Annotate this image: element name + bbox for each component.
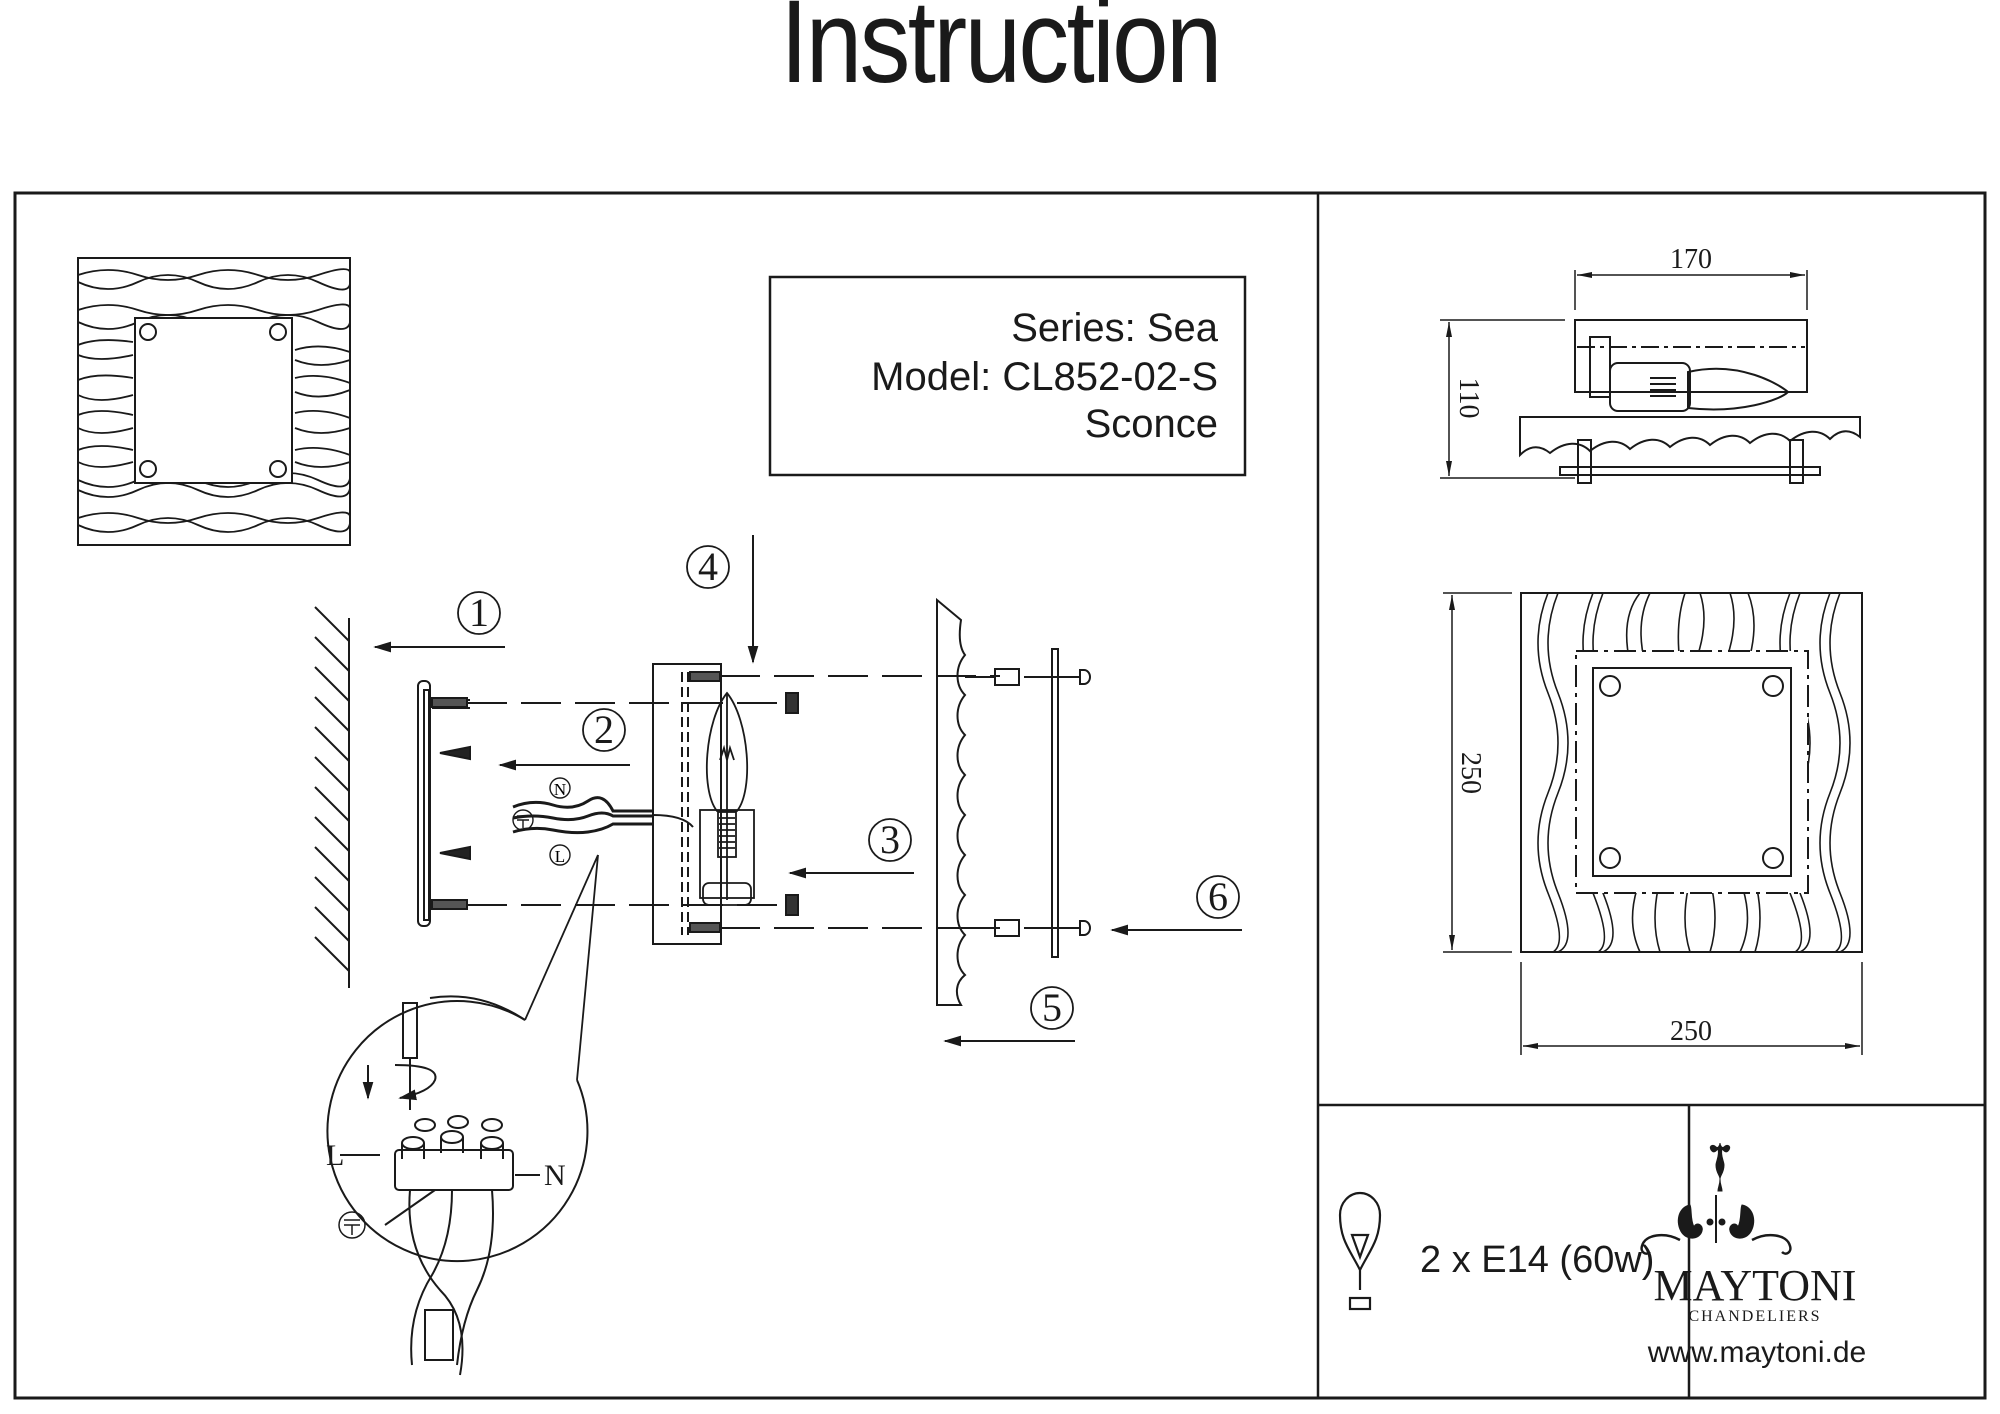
step-6-number: 6: [1208, 874, 1228, 919]
mounting-hole: [269, 460, 287, 478]
mounting-hole: [1599, 847, 1621, 869]
spec-box: Series: Sea Model: CL852-02-S Sconce: [768, 275, 1247, 477]
step-5-number: 5: [1042, 985, 1062, 1030]
mounting-hole: [139, 460, 157, 478]
screwdriver-icon: [362, 1002, 437, 1110]
neutral-wire-label: N: [554, 780, 566, 799]
wall-hatch: [314, 606, 350, 988]
mounting-hole: [1599, 675, 1621, 697]
brand-name: MAYTONI: [1654, 1261, 1857, 1310]
detail-callout: [524, 854, 599, 1081]
series-label: Series: Sea: [1011, 306, 1219, 350]
candle-bulb: [699, 691, 755, 906]
step-1-number: 1: [469, 590, 489, 635]
front-height-dimension: 250: [1455, 752, 1486, 794]
step-3: 3: [788, 817, 914, 879]
supply-wires: [512, 796, 694, 835]
mounting-hole: [1762, 675, 1784, 697]
decorative-shade: [936, 597, 1091, 1006]
side-dimension-lines: [1440, 270, 1808, 479]
lamp-body: [652, 663, 1000, 945]
mounting-hole: [269, 323, 287, 341]
wiring-detail: [326, 995, 589, 1376]
front-width-dimension: 250: [1670, 1016, 1712, 1047]
step-4: 4: [686, 535, 759, 664]
step-5: 5: [943, 985, 1075, 1047]
front-view-drawing: [1520, 592, 1863, 953]
mounting-hole: [1762, 847, 1784, 869]
wave-pattern: [77, 268, 351, 533]
detail-neutral-label: N: [544, 1159, 566, 1192]
bulb-spec: 2 x E14 (60w): [1420, 1239, 1654, 1281]
detail-live-label: L: [326, 1139, 344, 1172]
mounting-bracket: [417, 680, 799, 927]
step-1: 1: [373, 590, 505, 653]
live-wire-label: L: [555, 847, 565, 866]
side-view-drawing: [1519, 319, 1861, 484]
product-thumbnail: [77, 257, 351, 546]
light-bulb-icon: [1338, 1191, 1382, 1311]
step-6: 6: [1110, 874, 1242, 936]
earth-icon: [512, 809, 534, 831]
wire-labels: N L: [512, 777, 571, 866]
type-label: Sconce: [1085, 402, 1218, 446]
model-label: Model: CL852-02-S: [871, 355, 1218, 399]
step-3-number: 3: [880, 817, 900, 862]
chandelier-ornament-icon: [1640, 1142, 1792, 1255]
step-2-number: 2: [594, 707, 614, 752]
detail-earth-icon: [338, 1211, 366, 1239]
front-dimension-lines: [1443, 592, 1863, 1055]
step-2: 2: [498, 707, 630, 771]
side-height-dimension: 110: [1453, 378, 1484, 419]
brand-tagline: CHANDELIERS: [1688, 1308, 1821, 1325]
outer-frame: [13, 191, 1987, 1400]
step-4-number: 4: [698, 544, 718, 589]
brand-url[interactable]: www.maytoni.de: [1647, 1336, 1866, 1369]
document-title: Instruction: [780, 0, 1222, 108]
terminal-block: [394, 1115, 514, 1191]
mounting-hole: [139, 323, 157, 341]
side-width-dimension: 170: [1670, 244, 1712, 275]
